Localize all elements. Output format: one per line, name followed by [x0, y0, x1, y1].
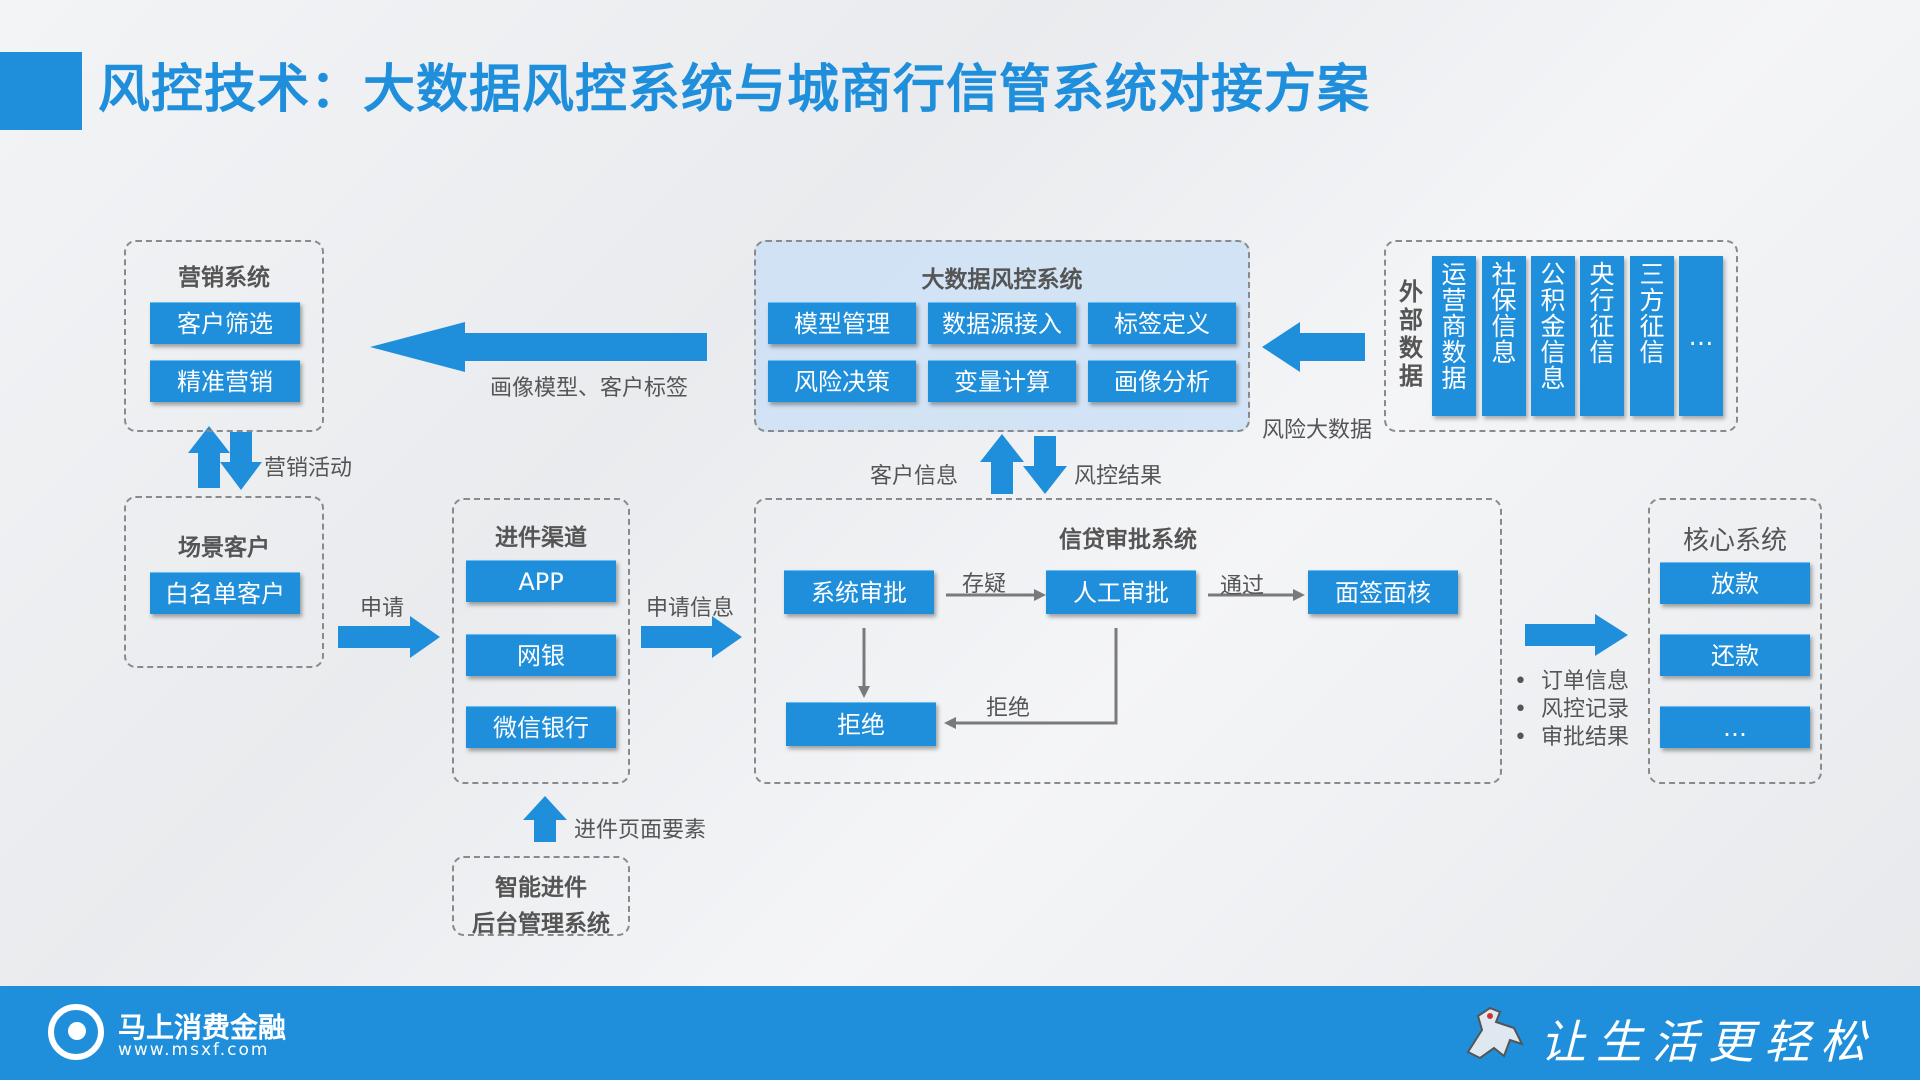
external-third-party-credit[interactable]: 三方征信 — [1630, 256, 1674, 416]
arrow-bigdata-to-marketing — [370, 322, 707, 372]
company-logo-icon — [48, 1004, 104, 1060]
arrow-customer-info-up — [980, 434, 1024, 494]
loan-disbursement-button[interactable]: 放款 — [1660, 562, 1810, 604]
arrow-page-elements-up — [523, 796, 567, 842]
repayment-button[interactable]: 还款 — [1660, 634, 1810, 676]
arrow-apply — [338, 616, 440, 658]
label-page-elements: 进件页面要素 — [574, 818, 707, 843]
arrow-scene-to-marketing — [188, 426, 230, 488]
page-title: 风控技术：大数据风控系统与城商行信管系统对接方案 — [98, 60, 1371, 120]
external-carrier-data[interactable]: 运营商数据 — [1432, 256, 1476, 416]
footer-slogan: 让生活更轻松 — [1540, 1015, 1876, 1069]
precision-marketing-button[interactable]: 精准营销 — [150, 360, 300, 402]
company-name: 马上消费金融 — [118, 1011, 287, 1044]
risk-decision-button[interactable]: 风险决策 — [768, 360, 916, 402]
core-more-button[interactable]: … — [1660, 706, 1810, 748]
backend-line1: 智能进件 — [495, 875, 587, 901]
label-risk-result: 风控结果 — [1074, 464, 1163, 489]
core-system-panel: 核心系统 放款 还款 … — [1648, 498, 1822, 784]
output-list-item: • 订单信息 — [1514, 669, 1629, 694]
label-reject: 拒绝 — [986, 696, 1031, 721]
output-list-item: • 风控记录 — [1514, 697, 1629, 722]
interview-verify-button[interactable]: 面签面核 — [1308, 570, 1458, 614]
datasource-access-button[interactable]: 数据源接入 — [928, 302, 1076, 344]
label-portrait-model: 画像模型、客户标签 — [490, 376, 689, 401]
arrow-risk-result-down — [1023, 436, 1067, 494]
scene-customer-panel: 场景客户 白名单客户 — [124, 496, 324, 668]
customer-screening-button[interactable]: 客户筛选 — [150, 302, 300, 344]
channel-panel: 进件渠道 APP 网银 微信银行 — [452, 498, 630, 784]
external-data-panel — [1384, 240, 1738, 432]
channel-title: 进件渠道 — [495, 525, 587, 551]
tag-definition-button[interactable]: 标签定义 — [1088, 302, 1236, 344]
output-list: • 订单信息 • 风控记录 • 审批结果 — [1514, 668, 1629, 752]
channel-ebank-button[interactable]: 网银 — [466, 634, 616, 676]
bigdata-risk-panel: 大数据风控系统 模型管理 数据源接入 标签定义 风险决策 变量计算 画像分析 — [754, 240, 1250, 432]
label-pass: 通过 — [1220, 574, 1265, 599]
company-url: www.msxf.com — [118, 1040, 270, 1060]
backend-line2: 后台管理系统 — [472, 911, 610, 937]
footer-bar — [0, 986, 1920, 1080]
marketing-system-title: 营销系统 — [178, 265, 270, 291]
backend-panel: 智能进件 后台管理系统 — [452, 856, 630, 937]
flow-manual-to-reject — [954, 628, 1118, 725]
external-central-bank-credit[interactable]: 央行征信 — [1580, 256, 1624, 416]
variable-calc-button[interactable]: 变量计算 — [928, 360, 1076, 402]
bigdata-risk-title: 大数据风控系统 — [921, 267, 1083, 293]
scene-customer-title: 场景客户 — [178, 535, 270, 561]
label-doubt: 存疑 — [962, 572, 1007, 597]
label-customer-info: 客户信息 — [870, 464, 959, 489]
manual-review-button[interactable]: 人工审批 — [1046, 570, 1196, 614]
external-data-title: 外部数据 — [1399, 278, 1423, 390]
arrow-marketing-to-scene — [220, 432, 262, 490]
reject-button[interactable]: 拒绝 — [786, 702, 936, 746]
model-management-button[interactable]: 模型管理 — [768, 302, 916, 344]
external-social-security[interactable]: 社保信息 — [1482, 256, 1526, 416]
channel-wechat-bank-button[interactable]: 微信银行 — [466, 706, 616, 748]
arrow-apply-info — [641, 616, 742, 658]
output-list-item: • 审批结果 — [1514, 725, 1629, 750]
horse-mascot-icon — [1460, 1000, 1530, 1066]
arrow-external-to-bigdata — [1262, 322, 1365, 372]
external-more[interactable]: … — [1679, 256, 1723, 416]
channel-app-button[interactable]: APP — [466, 560, 616, 602]
label-apply-info: 申请信息 — [646, 596, 735, 621]
system-review-button[interactable]: 系统审批 — [784, 570, 934, 614]
marketing-system-panel: 营销系统 客户筛选 精准营销 — [124, 240, 324, 432]
portrait-analysis-button[interactable]: 画像分析 — [1088, 360, 1236, 402]
label-risk-bigdata: 风险大数据 — [1262, 418, 1373, 443]
label-marketing-activity: 营销活动 — [264, 456, 353, 481]
arrow-to-core — [1525, 614, 1628, 656]
credit-approval-title: 信贷审批系统 — [1059, 527, 1197, 553]
core-system-title: 核心系统 — [1682, 526, 1787, 556]
label-apply: 申请 — [360, 596, 405, 621]
whitelist-customer-button[interactable]: 白名单客户 — [150, 572, 300, 614]
external-housing-fund[interactable]: 公积金信息 — [1531, 256, 1575, 416]
credit-approval-panel: 信贷审批系统 — [754, 498, 1502, 784]
title-accent-block — [0, 52, 82, 130]
